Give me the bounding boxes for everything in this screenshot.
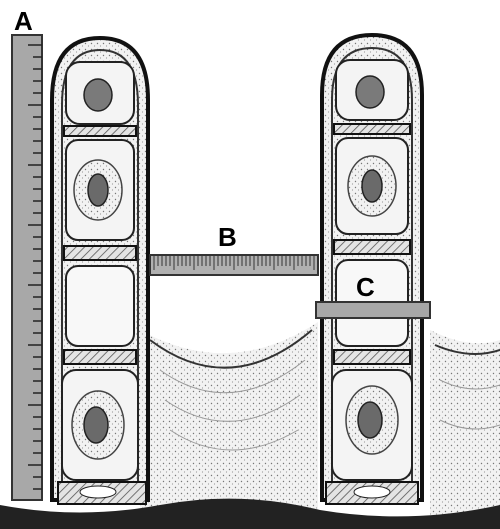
label-c: C bbox=[356, 272, 375, 302]
bar-c bbox=[316, 302, 430, 318]
nucleus bbox=[362, 170, 382, 202]
ruler-b bbox=[150, 255, 318, 275]
right-villus bbox=[322, 35, 422, 504]
left-villus bbox=[52, 38, 148, 504]
ruler-a bbox=[12, 35, 42, 500]
nucleus bbox=[88, 174, 108, 206]
label-b: B bbox=[218, 222, 237, 252]
cell bbox=[66, 266, 134, 346]
nucleus bbox=[84, 79, 112, 111]
nucleus bbox=[358, 402, 382, 438]
nucleus bbox=[356, 76, 384, 108]
label-a: A bbox=[14, 6, 33, 36]
nucleus bbox=[84, 407, 108, 443]
